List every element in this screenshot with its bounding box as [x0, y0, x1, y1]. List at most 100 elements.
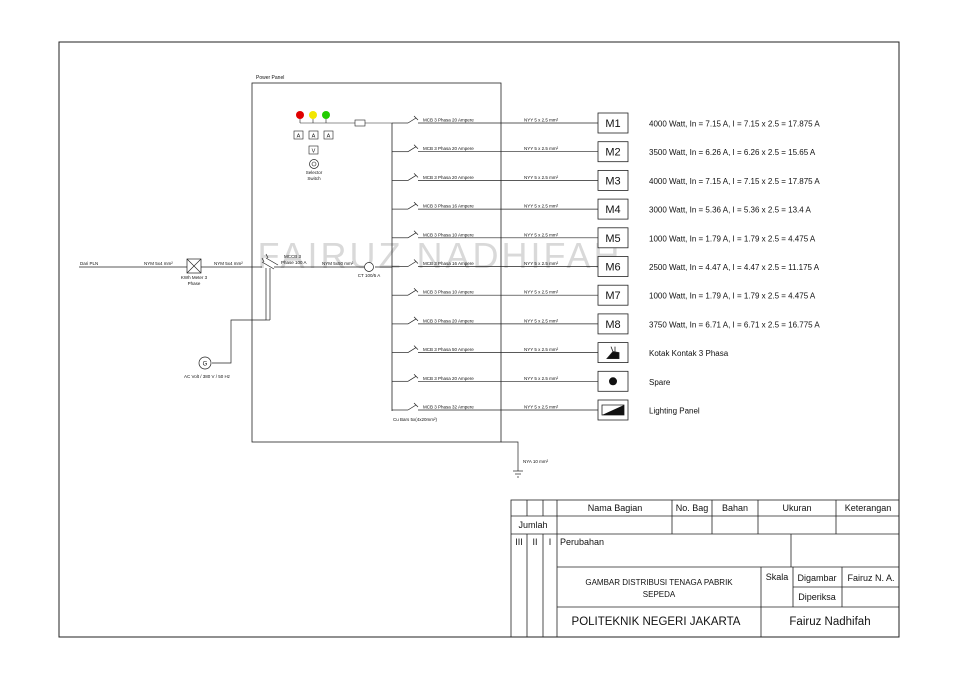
motor-load-box [597, 169, 629, 191]
voltmeter-label: V [312, 149, 316, 155]
branch-row: MCB 3 Phasa 32 Ampere NYY 5 x 2.5 mm² Ligh… [392, 399, 700, 421]
mccb-label: MCCB 3 [284, 254, 301, 259]
kwh-label: Phase [188, 281, 201, 286]
breaker-label: MCB 3 Phasa 16 Ampere [423, 204, 474, 209]
load-label: M6 [605, 262, 620, 274]
yellow-lamp-icon [309, 111, 317, 119]
load-description: Lighting Panel [649, 407, 700, 416]
voltmeter-icon [308, 145, 319, 155]
watermark: FAIRUZ NADHIFAH [257, 235, 622, 276]
load-label: M3 [605, 175, 620, 187]
tb-diperiksa: Diperiksa [798, 592, 836, 602]
ammeter-label: A [297, 134, 301, 140]
load-description: 3000 Watt, In = 5.36 A, I = 5.36 x 2.5 =… [649, 206, 811, 215]
cable-label: NYY 5 x 2.5 mm² [524, 175, 559, 180]
tb-jumlah: Jumlah [518, 520, 547, 530]
cable-label: NYY 5 x 2.5 mm² [524, 204, 559, 209]
breaker-label: MCB 3 Phasa 20 Ampere [423, 118, 474, 123]
mcb-icon [407, 402, 419, 411]
load-description: 2500 Watt, In = 4.47 A, I = 4.47 x 2.5 =… [649, 263, 820, 272]
tb-skala: Skala [766, 572, 789, 582]
mcb-icon [407, 115, 419, 124]
cable-label: NYY 5 x 2.5 mm² [524, 261, 559, 266]
branch-row: MCB 3 Phasa 20 Ampere NYY 5 x 2.5 mm² Spar… [392, 370, 671, 392]
motor-load-box [597, 112, 629, 134]
cable-label: NYY 5 x 2.5 mm² [524, 405, 559, 410]
load-description: 4000 Watt, In = 7.15 A, I = 7.15 x 2.5 =… [649, 177, 820, 186]
breaker-label: MCB 3 Phasa 20 Ampere [423, 376, 474, 381]
cable-in-label: NYM 5x4 mm² [144, 261, 173, 266]
spare-icon [609, 377, 617, 386]
ammeter-label: A [327, 134, 331, 140]
cable-label: NYY 5 x 2.5 mm² [524, 290, 559, 295]
mcb-icon [407, 201, 419, 210]
selector-label: Switch [307, 176, 321, 181]
load-label: M8 [605, 319, 620, 331]
mcb-icon [407, 374, 419, 382]
branch-row: MCB 3 Phasa 10 Ampere NYY 5 x 2.5 mm² M7 10… [392, 284, 816, 306]
breaker-label: MCB 3 Phasa 10 Ampere [423, 232, 474, 237]
tb-digambar-name: Fairuz N. A. [847, 573, 894, 583]
ground-cable-label: NYA 10 mm² [523, 459, 549, 464]
load-description: Kotak Kontak 3 Phasa [649, 349, 729, 358]
main-mccb-icon [261, 253, 300, 321]
tb-bahan: Bahan [722, 503, 748, 513]
load-label: M1 [605, 118, 620, 130]
tb-drawing-title: GAMBAR DISTRIBUSI TENAGA PABRIK [585, 578, 733, 587]
branch-row: MCB 3 Phasa 20 Ampere NYY 5 x 2.5 mm² M3 40… [392, 169, 820, 191]
source-label: Dari PLN [80, 261, 98, 266]
cable-label: NYY 5 x 2.5 mm² [524, 376, 559, 381]
ct-icon [364, 262, 374, 272]
load-description: 1000 Watt, In = 1.79 A, I = 1.79 x 2.5 =… [649, 292, 816, 301]
generator-label: AC Volt / 380 V / 50 Hz [184, 374, 231, 379]
selector-switch-icon [309, 159, 319, 169]
tb-author: Fairuz Nadhifah [789, 616, 870, 628]
cable-label: NYY 5 x 2.5 mm² [524, 318, 559, 323]
kwh-label: KWh Meter 3 [181, 275, 208, 280]
cable-label: NYY 5 x 2.5 mm² [524, 146, 559, 151]
motor-load-box [597, 198, 629, 220]
motor-load-box [597, 227, 629, 249]
load-description: Spare [649, 378, 671, 387]
tb-rev-i: I [549, 537, 552, 547]
ammeter-label: A [312, 134, 316, 140]
motor-load-box [597, 141, 629, 163]
mccb-label: Phase 100 A [281, 260, 307, 265]
load-description: 4000 Watt, In = 7.15 A, I = 7.15 x 2.5 =… [649, 120, 820, 129]
mcb-icon [407, 287, 419, 296]
tb-drawing-title: SEPEDA [643, 590, 676, 599]
breaker-label: MCB 3 Phasa 20 Ampere [423, 318, 474, 323]
load-description: 3750 Watt, In = 6.71 A, I = 6.71 x 2.5 =… [649, 320, 820, 329]
mcb-icon [407, 144, 419, 152]
load-label: M7 [605, 290, 620, 302]
tb-rev-iii: III [515, 537, 523, 547]
drawing-border [58, 41, 900, 638]
tb-no-bag: No. Bag [676, 503, 709, 513]
panel-title: Power Panel [256, 75, 284, 81]
motor-load-box [597, 313, 629, 335]
breaker-label: MCB 3 Phasa 20 Ampere [423, 175, 474, 180]
load-label: M2 [605, 147, 620, 159]
load-description: 1000 Watt, In = 1.79 A, I = 1.79 x 2.5 =… [649, 234, 816, 243]
cable-label: NYY 5 x 2.5 mm² [524, 232, 559, 237]
ground-icon [513, 470, 523, 478]
generator-symbol: G [203, 362, 208, 368]
ct-label: CT 100/5 A [358, 273, 380, 278]
ammeter-icon [293, 130, 304, 140]
breaker-label: MCB 3 Phasa 32 Ampere [423, 405, 474, 410]
mcb-icon [407, 345, 419, 353]
breaker-label: MCB 3 Phasa 10 Ampere [423, 290, 474, 295]
mcb-icon [407, 259, 419, 267]
fuse-icon [354, 119, 366, 127]
power-panel-box [251, 82, 502, 443]
ammeter-icon [308, 130, 319, 140]
mcb-icon [407, 316, 419, 325]
tb-keterangan: Keterangan [845, 503, 892, 513]
